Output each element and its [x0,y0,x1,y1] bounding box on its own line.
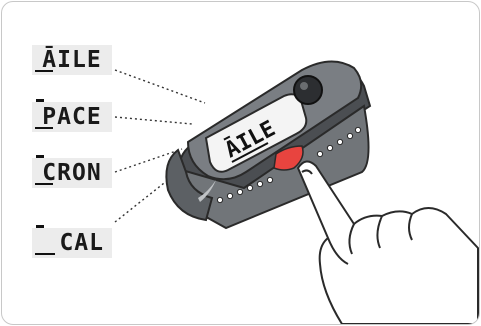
leader-line-pace [114,116,193,125]
mode-underline [35,183,53,185]
led-dot [246,184,254,192]
leader-line-cron [114,148,183,173]
led-dot [236,188,244,196]
led-dot [316,150,324,158]
band-side [165,148,214,222]
fuelband-device: ĀILE [165,60,372,230]
hand-shape [297,160,479,324]
leader-lines [114,69,206,223]
mode-label-cron: CRON [32,155,112,188]
mode-label-text: PACE [42,104,102,130]
led-dot [354,126,362,134]
leader-line-cal [114,171,179,223]
led-dot [266,176,274,184]
mode-tick [36,99,44,102]
mode-underline [35,253,55,255]
mode-tick [36,155,44,158]
nike-swoosh-icon [198,180,216,202]
led-dot [226,192,234,200]
mode-label-text: CAL [59,230,104,256]
mode-label-cal: CAL [32,225,112,258]
thumb-crease [327,237,349,265]
led-dot [256,180,264,188]
mode-underline [35,127,53,129]
hand-crease [376,215,383,249]
camera-sensor-icon [293,75,323,105]
mode-label-text: CRON [42,160,102,186]
led-dot [336,138,344,146]
screen-underline [231,142,269,163]
led-dots [216,126,362,204]
mode-tick [36,225,44,228]
leader-line-mile [114,69,206,104]
mode-label-text: ĀILE [42,47,102,73]
led-dot [216,196,224,204]
led-dot [326,144,334,152]
hand-crease [348,223,355,255]
mode-label-mile: ĀILE [32,45,112,75]
led-dot [346,132,354,140]
red-button[interactable] [273,145,304,171]
diagram-canvas: ĀILE [114,60,479,324]
sensor-highlight [300,82,308,90]
mode-underline [35,70,53,72]
mode-label-pace: PACE [32,99,112,132]
hand-pointer-icon [297,160,479,324]
fingernail [301,169,313,175]
hand-crease [408,213,413,241]
